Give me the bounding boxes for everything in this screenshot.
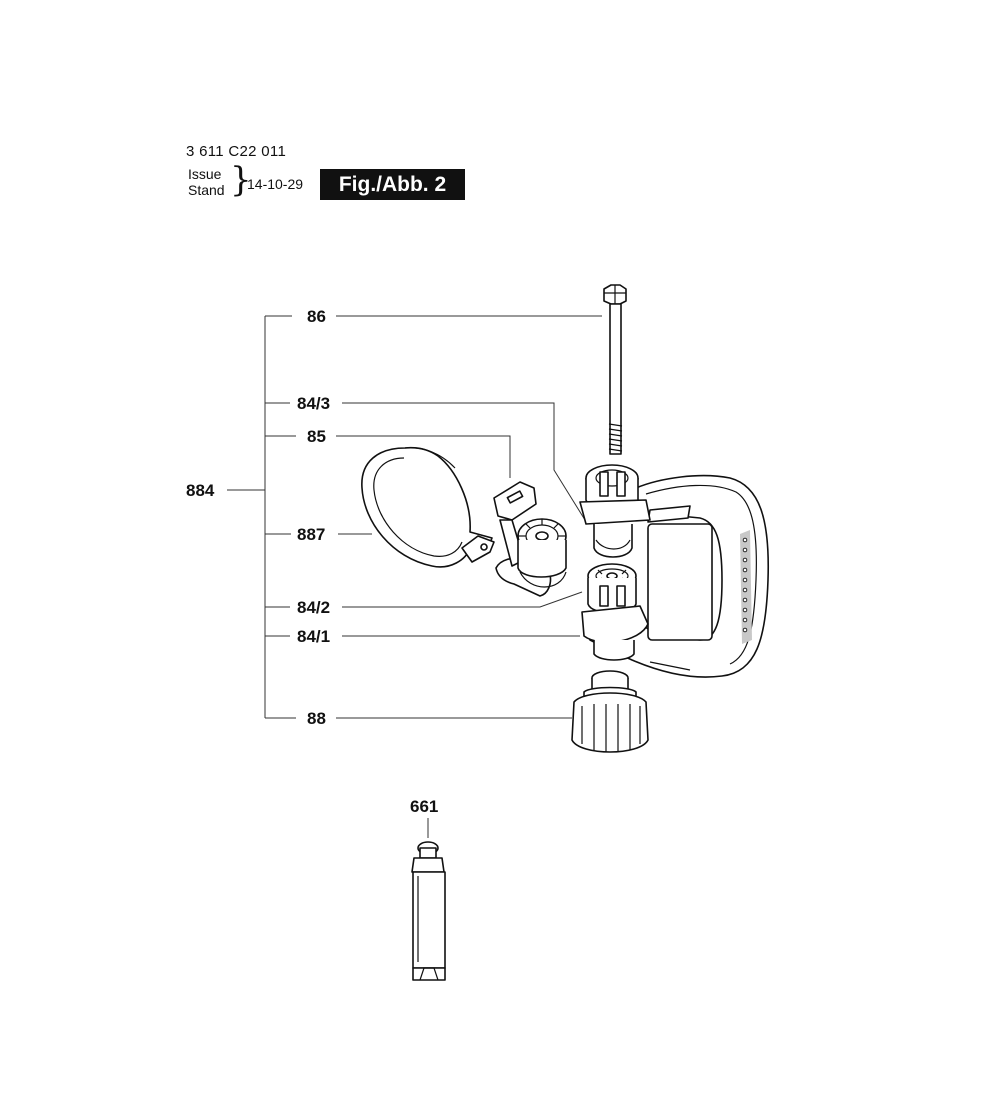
lower-collar-part-84-1: [581, 605, 649, 661]
figure-badge: Fig./Abb. 2: [320, 169, 465, 200]
label-84-1: 84/1: [297, 627, 330, 646]
label-85: 85: [307, 427, 326, 446]
band-clamp-part-887: [361, 446, 495, 568]
knob-nut-part-88: [571, 670, 649, 753]
grease-tube-part-661: [411, 841, 446, 981]
bolt-part-86: [603, 284, 627, 455]
label-86: 86: [307, 307, 326, 326]
brace-glyph: }: [230, 160, 252, 200]
label-661: 661: [410, 797, 438, 816]
label-88: 88: [307, 709, 326, 728]
stand-label: Stand: [188, 182, 225, 198]
part-code: 3 611 C22 011: [186, 143, 287, 160]
label-887: 887: [297, 525, 325, 544]
issue-stand-label: Issue Stand: [188, 166, 225, 198]
toothed-disc-part-84-2: [587, 563, 637, 614]
label-84-2: 84/2: [297, 598, 330, 617]
label-884: 884: [186, 481, 215, 500]
toothed-disc-part-84-3: [517, 518, 567, 588]
label-84-3: 84/3: [297, 394, 330, 413]
upper-collar: [579, 464, 651, 558]
assembly-bracket: [227, 315, 296, 719]
issue-date: 14-10-29: [247, 176, 304, 192]
leader-lines: [336, 315, 602, 838]
issue-label: Issue: [188, 166, 222, 182]
